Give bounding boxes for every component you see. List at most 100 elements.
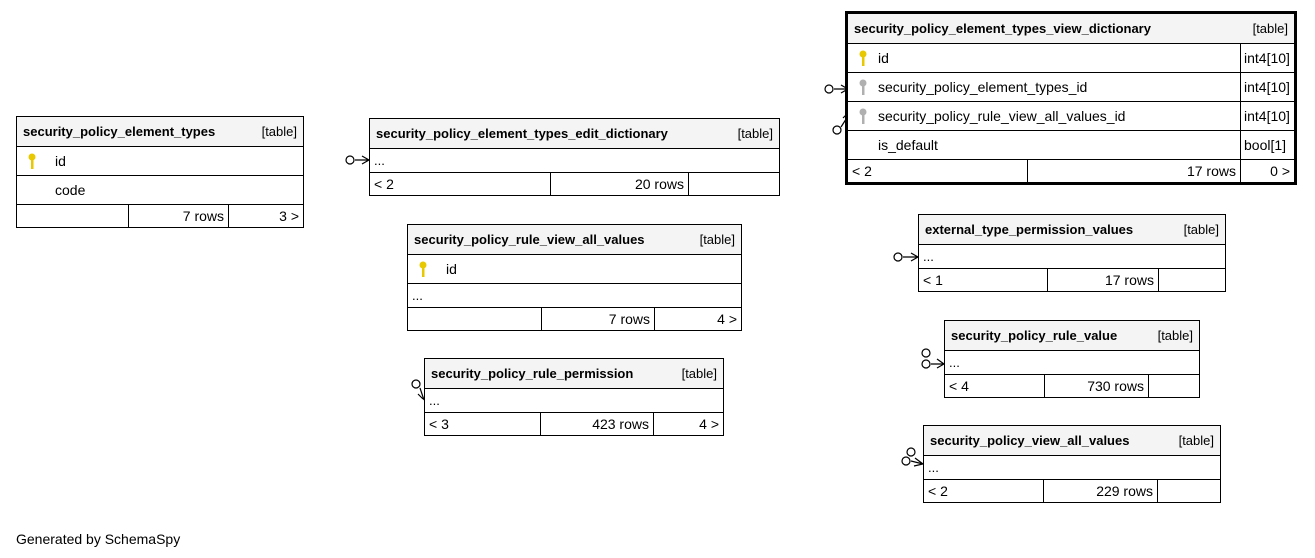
- table-security-policy-rule-permission[interactable]: security_policy_rule_permission [table] …: [424, 358, 724, 436]
- row-count: 229 rows: [1044, 480, 1158, 502]
- column-type: int4[10]: [1240, 44, 1294, 72]
- table-header: security_policy_rule_permission [table]: [425, 359, 723, 389]
- table-kind: [table]: [1178, 433, 1214, 448]
- column-name: security_policy_element_types_id: [878, 79, 1088, 95]
- table-kind: [table]: [261, 124, 297, 139]
- column-name: security_policy_rule_view_all_values_id: [878, 108, 1126, 124]
- children-count: [689, 173, 779, 195]
- table-footer: < 2 17 rows 0 >: [848, 160, 1294, 182]
- column-row[interactable]: code: [17, 176, 303, 205]
- table-header: security_policy_rule_view_all_values [ta…: [408, 225, 741, 255]
- collapsed-columns[interactable]: ...: [919, 245, 1225, 269]
- parents-count: [408, 308, 542, 330]
- table-kind: [table]: [1157, 328, 1193, 343]
- column-name: code: [55, 182, 86, 198]
- column-name: id: [878, 50, 889, 66]
- children-count: 0 >: [1270, 163, 1290, 179]
- table-footer: 7 rows 3 >: [17, 205, 303, 227]
- table-header: security_policy_element_types [table]: [17, 117, 303, 147]
- collapsed-columns[interactable]: ...: [408, 284, 741, 308]
- parents-count: < 1: [919, 269, 1048, 291]
- zero-many-marker: [901, 456, 911, 466]
- table-name: external_type_permission_values: [925, 222, 1134, 237]
- table-name: security_policy_element_types_view_dicti…: [854, 21, 1151, 36]
- column-row[interactable]: security_policy_element_types_id int4[10…: [848, 73, 1294, 102]
- primary-key-icon: [408, 260, 438, 278]
- column-row[interactable]: id int4[10]: [848, 44, 1294, 73]
- row-count: 17 rows: [1048, 269, 1159, 291]
- collapsed-columns[interactable]: ...: [924, 456, 1220, 480]
- foreign-key-icon: [848, 107, 878, 125]
- table-name: security_policy_element_types: [23, 124, 216, 139]
- table-header: security_policy_element_types_edit_dicti…: [370, 119, 779, 149]
- table-name: security_policy_element_types_edit_dicti…: [376, 126, 668, 141]
- row-count: 730 rows: [1045, 375, 1149, 397]
- table-footer: < 3 423 rows 4 >: [425, 413, 723, 435]
- collapsed-columns[interactable]: ...: [425, 389, 723, 413]
- table-security-policy-rule-view-all-values[interactable]: security_policy_rule_view_all_values [ta…: [407, 224, 742, 331]
- parents-count: < 3: [425, 413, 541, 435]
- zero-many-marker: [893, 252, 903, 262]
- row-count: 7 rows: [542, 308, 655, 330]
- row-count: 423 rows: [541, 413, 654, 435]
- table-name: security_policy_rule_view_all_values: [414, 232, 645, 247]
- table-name: security_policy_rule_permission: [431, 366, 634, 381]
- column-row[interactable]: id: [17, 147, 303, 176]
- primary-key-icon: [17, 152, 47, 170]
- column-row[interactable]: is_default bool[1]: [848, 131, 1294, 160]
- collapsed-columns[interactable]: ...: [370, 149, 779, 173]
- table-footer: < 4 730 rows: [945, 375, 1199, 397]
- children-count: [1159, 269, 1225, 291]
- row-count: 7 rows: [129, 205, 229, 227]
- parents-count: < 2: [370, 173, 551, 195]
- column-name: is_default: [878, 137, 938, 153]
- column-type: bool[1]: [1240, 131, 1294, 159]
- table-kind: [table]: [1183, 222, 1219, 237]
- table-header: security_policy_view_all_values [table]: [924, 426, 1220, 456]
- table-header: security_policy_rule_value [table]: [945, 321, 1199, 351]
- table-security-policy-view-all-values[interactable]: security_policy_view_all_values [table] …: [923, 425, 1221, 503]
- table-name: security_policy_view_all_values: [930, 433, 1130, 448]
- table-footer: < 2 229 rows: [924, 480, 1220, 502]
- zero-many-marker: [921, 348, 931, 358]
- table-kind: [table]: [681, 366, 717, 381]
- table-security-policy-rule-value[interactable]: security_policy_rule_value [table] ... <…: [944, 320, 1200, 398]
- zero-many-marker: [832, 125, 842, 135]
- table-kind: [table]: [1252, 21, 1288, 36]
- parents-count: < 4: [945, 375, 1045, 397]
- children-count: [1158, 480, 1220, 502]
- column-type: int4[10]: [1240, 73, 1294, 101]
- table-security-policy-element-types-view-dictionary[interactable]: security_policy_element_types_view_dicti…: [845, 11, 1297, 185]
- table-security-policy-element-types-edit-dictionary[interactable]: security_policy_element_types_edit_dicti…: [369, 118, 780, 196]
- row-count: 20 rows: [551, 173, 689, 195]
- collapsed-columns[interactable]: ...: [945, 351, 1199, 375]
- table-kind: [table]: [699, 232, 735, 247]
- column-row[interactable]: security_policy_rule_view_all_values_id …: [848, 102, 1294, 131]
- children-count: 4 >: [699, 416, 719, 432]
- table-footer: 7 rows 4 >: [408, 308, 741, 330]
- parents-count: [17, 205, 129, 227]
- column-name: id: [55, 153, 66, 169]
- parents-count: < 2: [924, 480, 1044, 502]
- children-count: [1149, 375, 1199, 397]
- zero-many-marker: [824, 84, 834, 94]
- table-header: external_type_permission_values [table]: [919, 215, 1225, 245]
- zero-many-marker: [345, 155, 355, 165]
- table-footer: < 1 17 rows: [919, 269, 1225, 291]
- column-row[interactable]: id: [408, 255, 741, 284]
- column-name: id: [446, 261, 457, 277]
- generated-by-footer: Generated by SchemaSpy: [16, 531, 181, 547]
- table-security-policy-element-types[interactable]: security_policy_element_types [table] id…: [16, 116, 304, 228]
- table-header: security_policy_element_types_view_dicti…: [848, 14, 1294, 44]
- zero-many-marker: [411, 379, 421, 389]
- column-type: int4[10]: [1240, 102, 1294, 130]
- primary-key-icon: [848, 49, 878, 67]
- children-count: 3 >: [279, 208, 299, 224]
- table-footer: < 2 20 rows: [370, 173, 779, 195]
- row-count: 17 rows: [1028, 160, 1241, 182]
- foreign-key-icon: [848, 78, 878, 96]
- zero-many-marker: [906, 447, 916, 457]
- table-external-type-permission-values[interactable]: external_type_permission_values [table] …: [918, 214, 1226, 292]
- zero-many-marker: [921, 359, 931, 369]
- table-name: security_policy_rule_value: [951, 328, 1118, 343]
